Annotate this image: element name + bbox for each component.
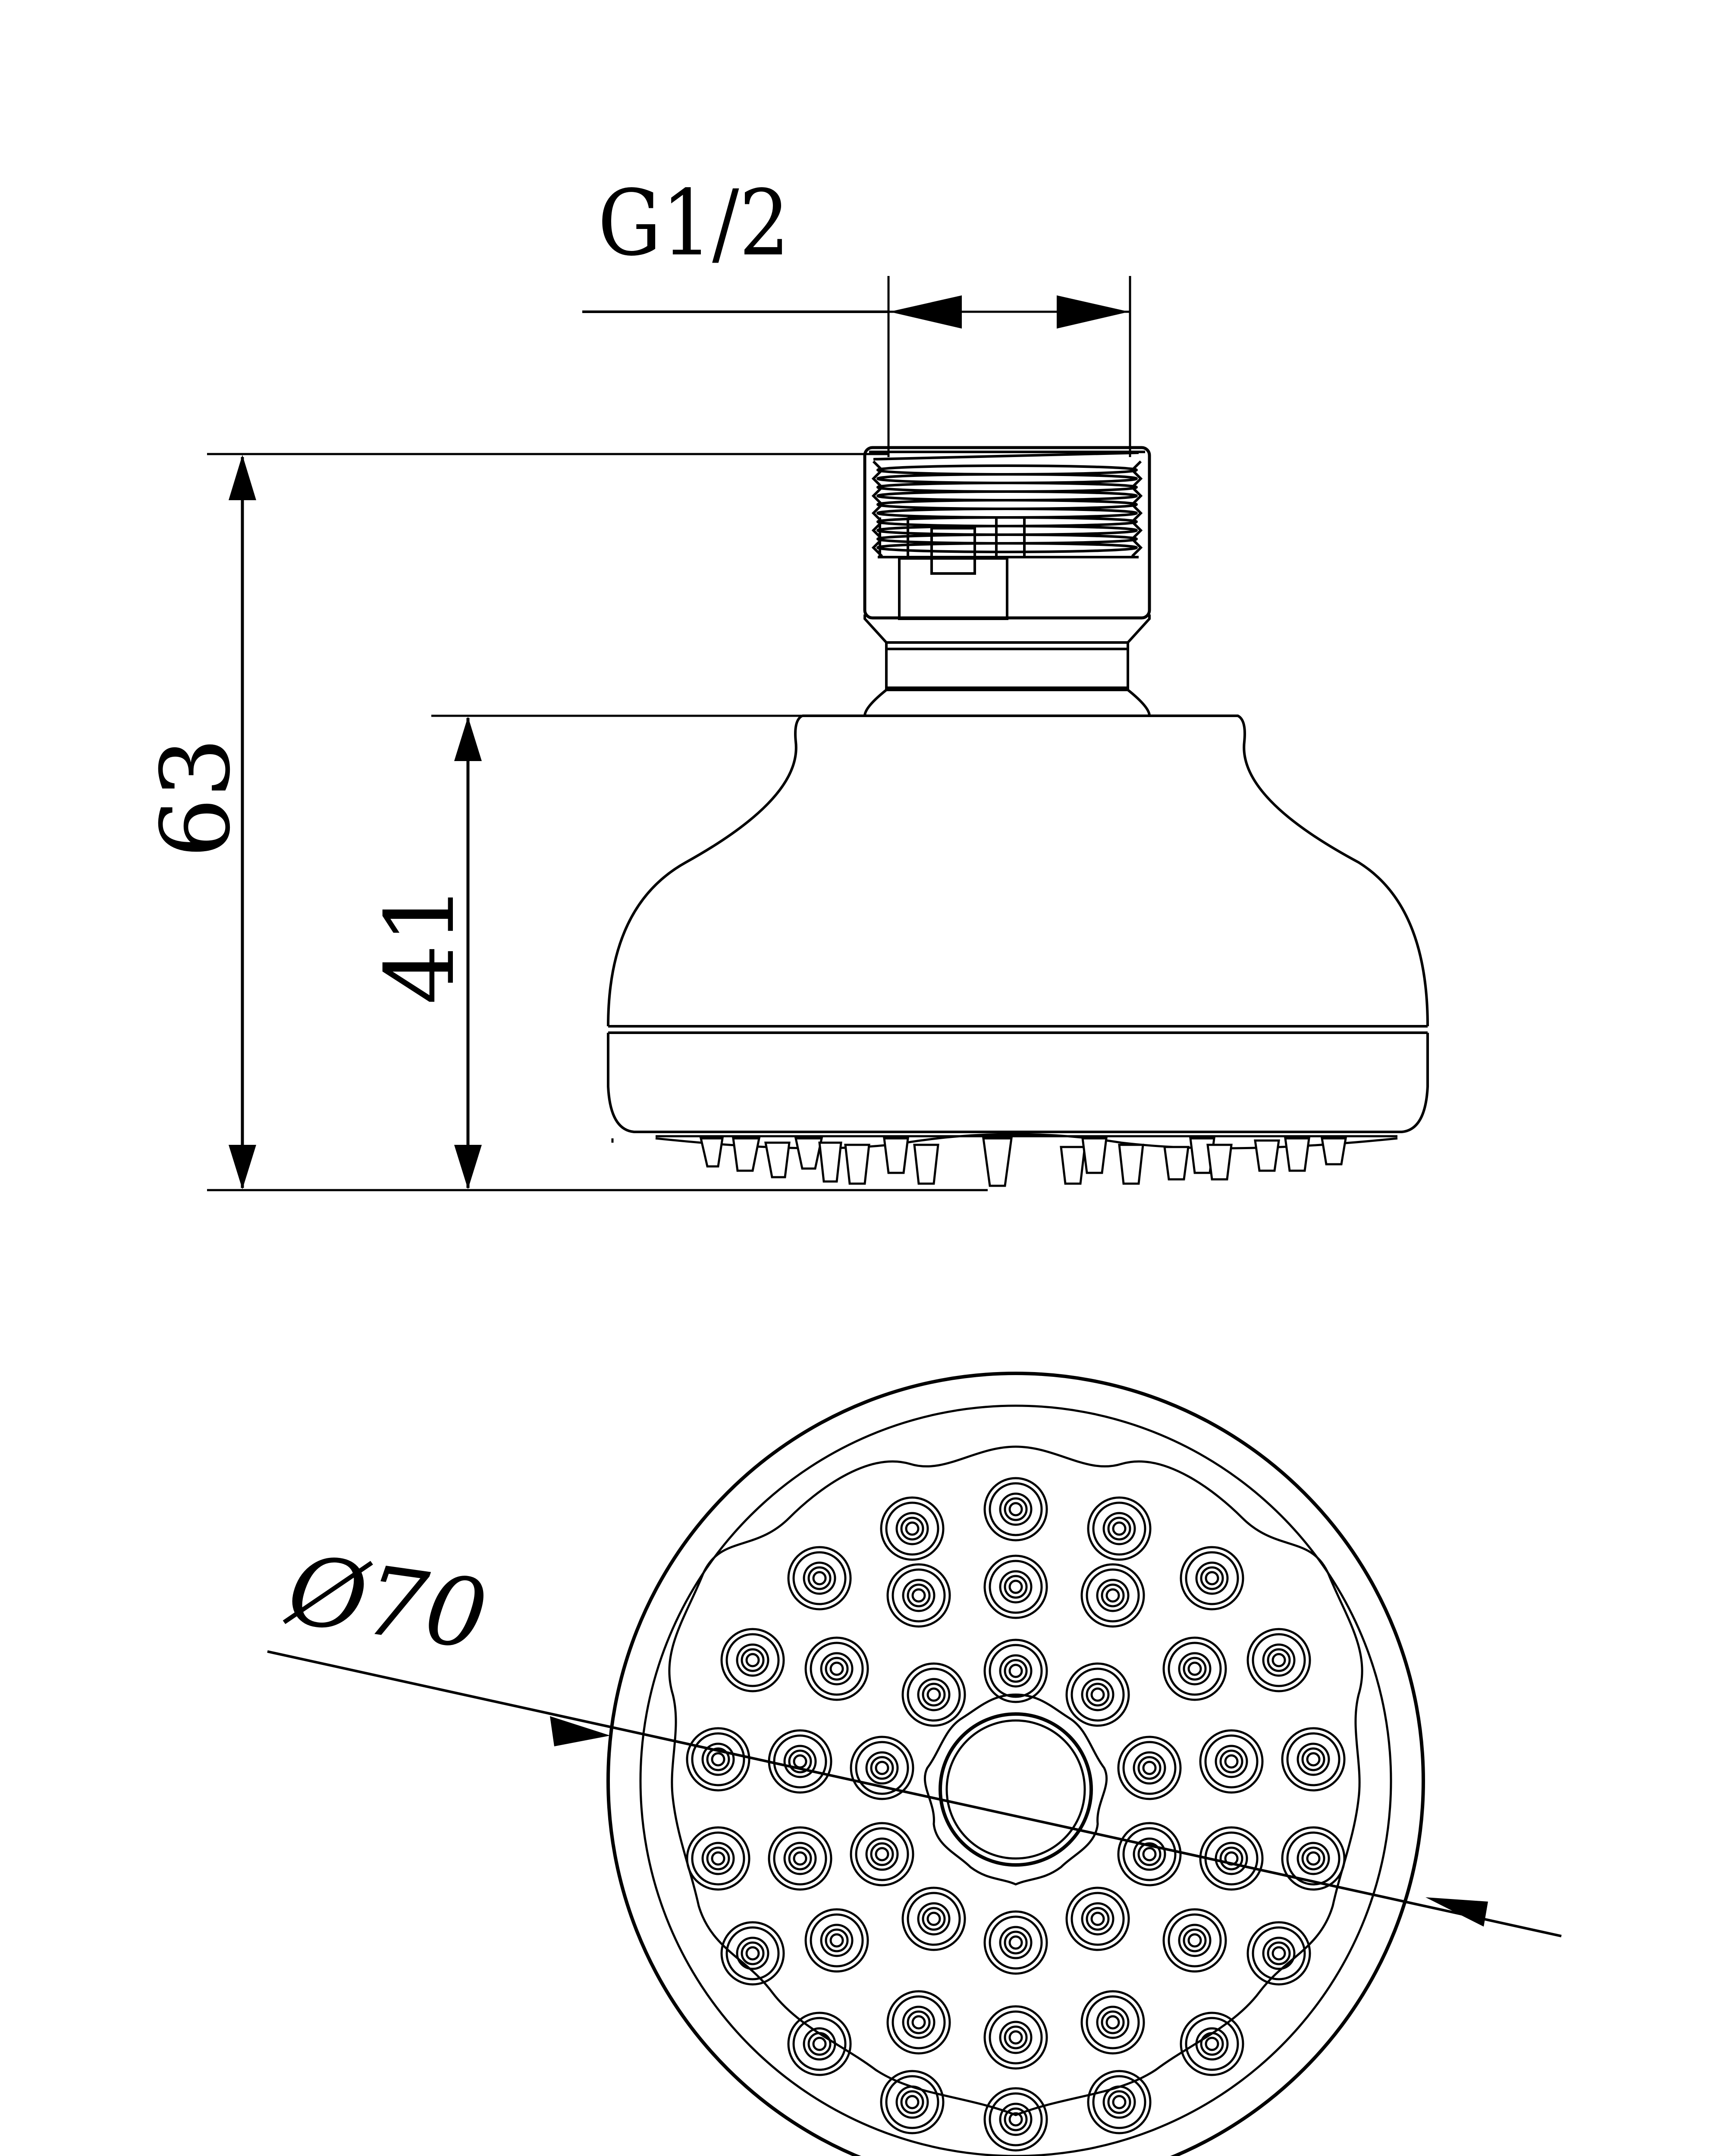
- nozzle-grid: [686, 1477, 1346, 2152]
- nozzle: [886, 1990, 951, 2055]
- arrow-left-icon: [889, 295, 962, 329]
- nozzle: [1080, 1563, 1145, 1628]
- bottom-view: Ø70: [267, 1372, 1562, 2156]
- thread-label: G1/2: [598, 170, 790, 276]
- overall-height-label: 63: [141, 737, 251, 858]
- diameter-dimension: Ø70: [267, 1534, 1562, 1937]
- nozzle: [886, 1563, 951, 1628]
- nozzle: [768, 1826, 832, 1891]
- arrow-right-icon: [550, 1716, 610, 1746]
- arrow-down-icon: [454, 1145, 482, 1189]
- nozzle: [720, 1628, 785, 1692]
- head-body: [607, 714, 1429, 1133]
- nozzle-tip: [699, 1137, 1347, 1187]
- nozzle: [768, 1729, 832, 1794]
- nozzle: [983, 2005, 1048, 2070]
- arrow-down-icon: [229, 1145, 256, 1189]
- arrow-up-icon: [229, 455, 256, 500]
- nozzle: [1281, 1727, 1346, 1792]
- wavy-face-border: [668, 1445, 1363, 2116]
- center-hub: [923, 1693, 1108, 1886]
- nozzle: [880, 1496, 945, 1561]
- head-height-dimension: 41: [365, 714, 819, 1189]
- nozzle: [1246, 1628, 1311, 1692]
- head-height-label: 41: [365, 884, 475, 1005]
- nozzle: [1087, 1496, 1152, 1561]
- overall-height-dimension: 63: [141, 453, 988, 1191]
- nozzle: [850, 1822, 914, 1887]
- inner-rim: [639, 1404, 1392, 2156]
- nozzle: [804, 1908, 869, 1973]
- nozzle: [983, 1639, 1048, 1703]
- diameter-label: Ø70: [279, 1534, 493, 1671]
- nozzle: [1117, 1822, 1182, 1887]
- nozzle: [804, 1636, 869, 1701]
- nozzle: [1080, 1990, 1145, 2055]
- nozzle: [686, 1727, 750, 1792]
- nozzle: [1162, 1908, 1227, 1973]
- nozzle: [983, 1477, 1048, 1542]
- side-nozzles: [611, 1133, 1398, 1187]
- thread-connector: [863, 446, 1151, 716]
- side-view: G1/2 63 41: [141, 170, 1429, 1191]
- arrow-left-icon: [1425, 1897, 1488, 1927]
- nozzle: [1199, 1729, 1264, 1794]
- nozzle: [1087, 2070, 1152, 2134]
- thread-lines: [871, 451, 1143, 558]
- nozzle: [1117, 1736, 1182, 1800]
- nozzle: [983, 2087, 1048, 2152]
- outer-rim: [606, 1372, 1425, 2156]
- nozzle: [850, 1736, 914, 1800]
- nozzle: [880, 2070, 945, 2134]
- nozzle: [1065, 1662, 1130, 1727]
- arrow-right-icon: [1057, 295, 1129, 329]
- nozzle: [787, 2012, 852, 2076]
- nozzle: [901, 1662, 966, 1727]
- nozzle: [1180, 1546, 1244, 1611]
- nozzle: [1065, 1887, 1130, 1951]
- nozzle: [1162, 1636, 1227, 1701]
- nozzle: [1281, 1826, 1346, 1891]
- nozzle: [1246, 1921, 1311, 1986]
- nozzle: [720, 1921, 785, 1986]
- nozzle: [983, 1554, 1048, 1619]
- nozzle: [686, 1826, 750, 1891]
- nozzle: [901, 1887, 966, 1951]
- nozzle: [983, 1910, 1048, 1975]
- thread-dimension: G1/2: [582, 170, 1131, 457]
- arrow-up-icon: [454, 717, 482, 761]
- nozzle: [1180, 2012, 1244, 2076]
- nozzle: [787, 1546, 852, 1611]
